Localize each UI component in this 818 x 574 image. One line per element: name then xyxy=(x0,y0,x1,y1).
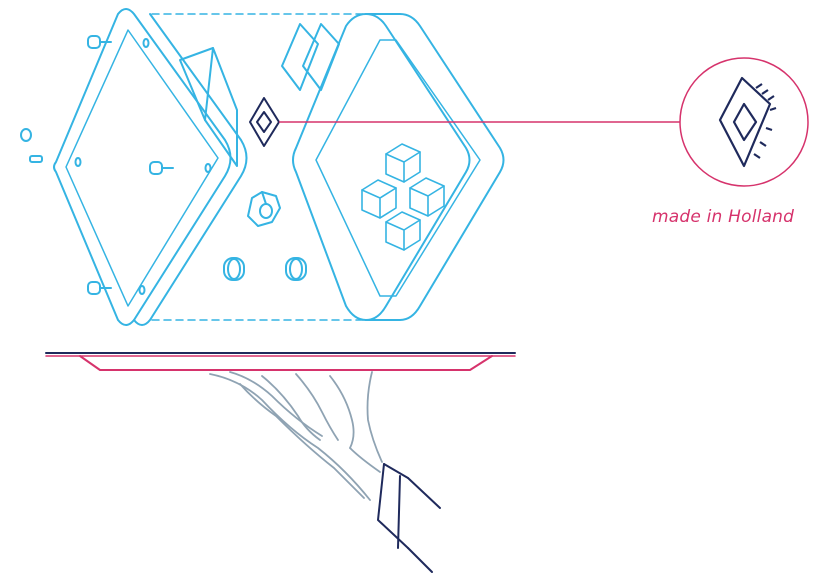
badge xyxy=(279,58,808,186)
front-frame xyxy=(293,14,504,320)
made-in-holland-caption: made in Holland xyxy=(652,207,794,227)
sleeve-cuff xyxy=(378,464,440,572)
nut xyxy=(248,192,280,226)
tray xyxy=(46,353,515,370)
chip xyxy=(250,98,279,146)
hand xyxy=(210,372,382,500)
crystal-diamonds xyxy=(282,24,339,90)
spacers xyxy=(224,258,306,280)
badge-chip-icon xyxy=(720,78,776,166)
guide-lines xyxy=(152,14,373,320)
pins xyxy=(21,39,211,294)
cube-cluster xyxy=(362,144,444,250)
